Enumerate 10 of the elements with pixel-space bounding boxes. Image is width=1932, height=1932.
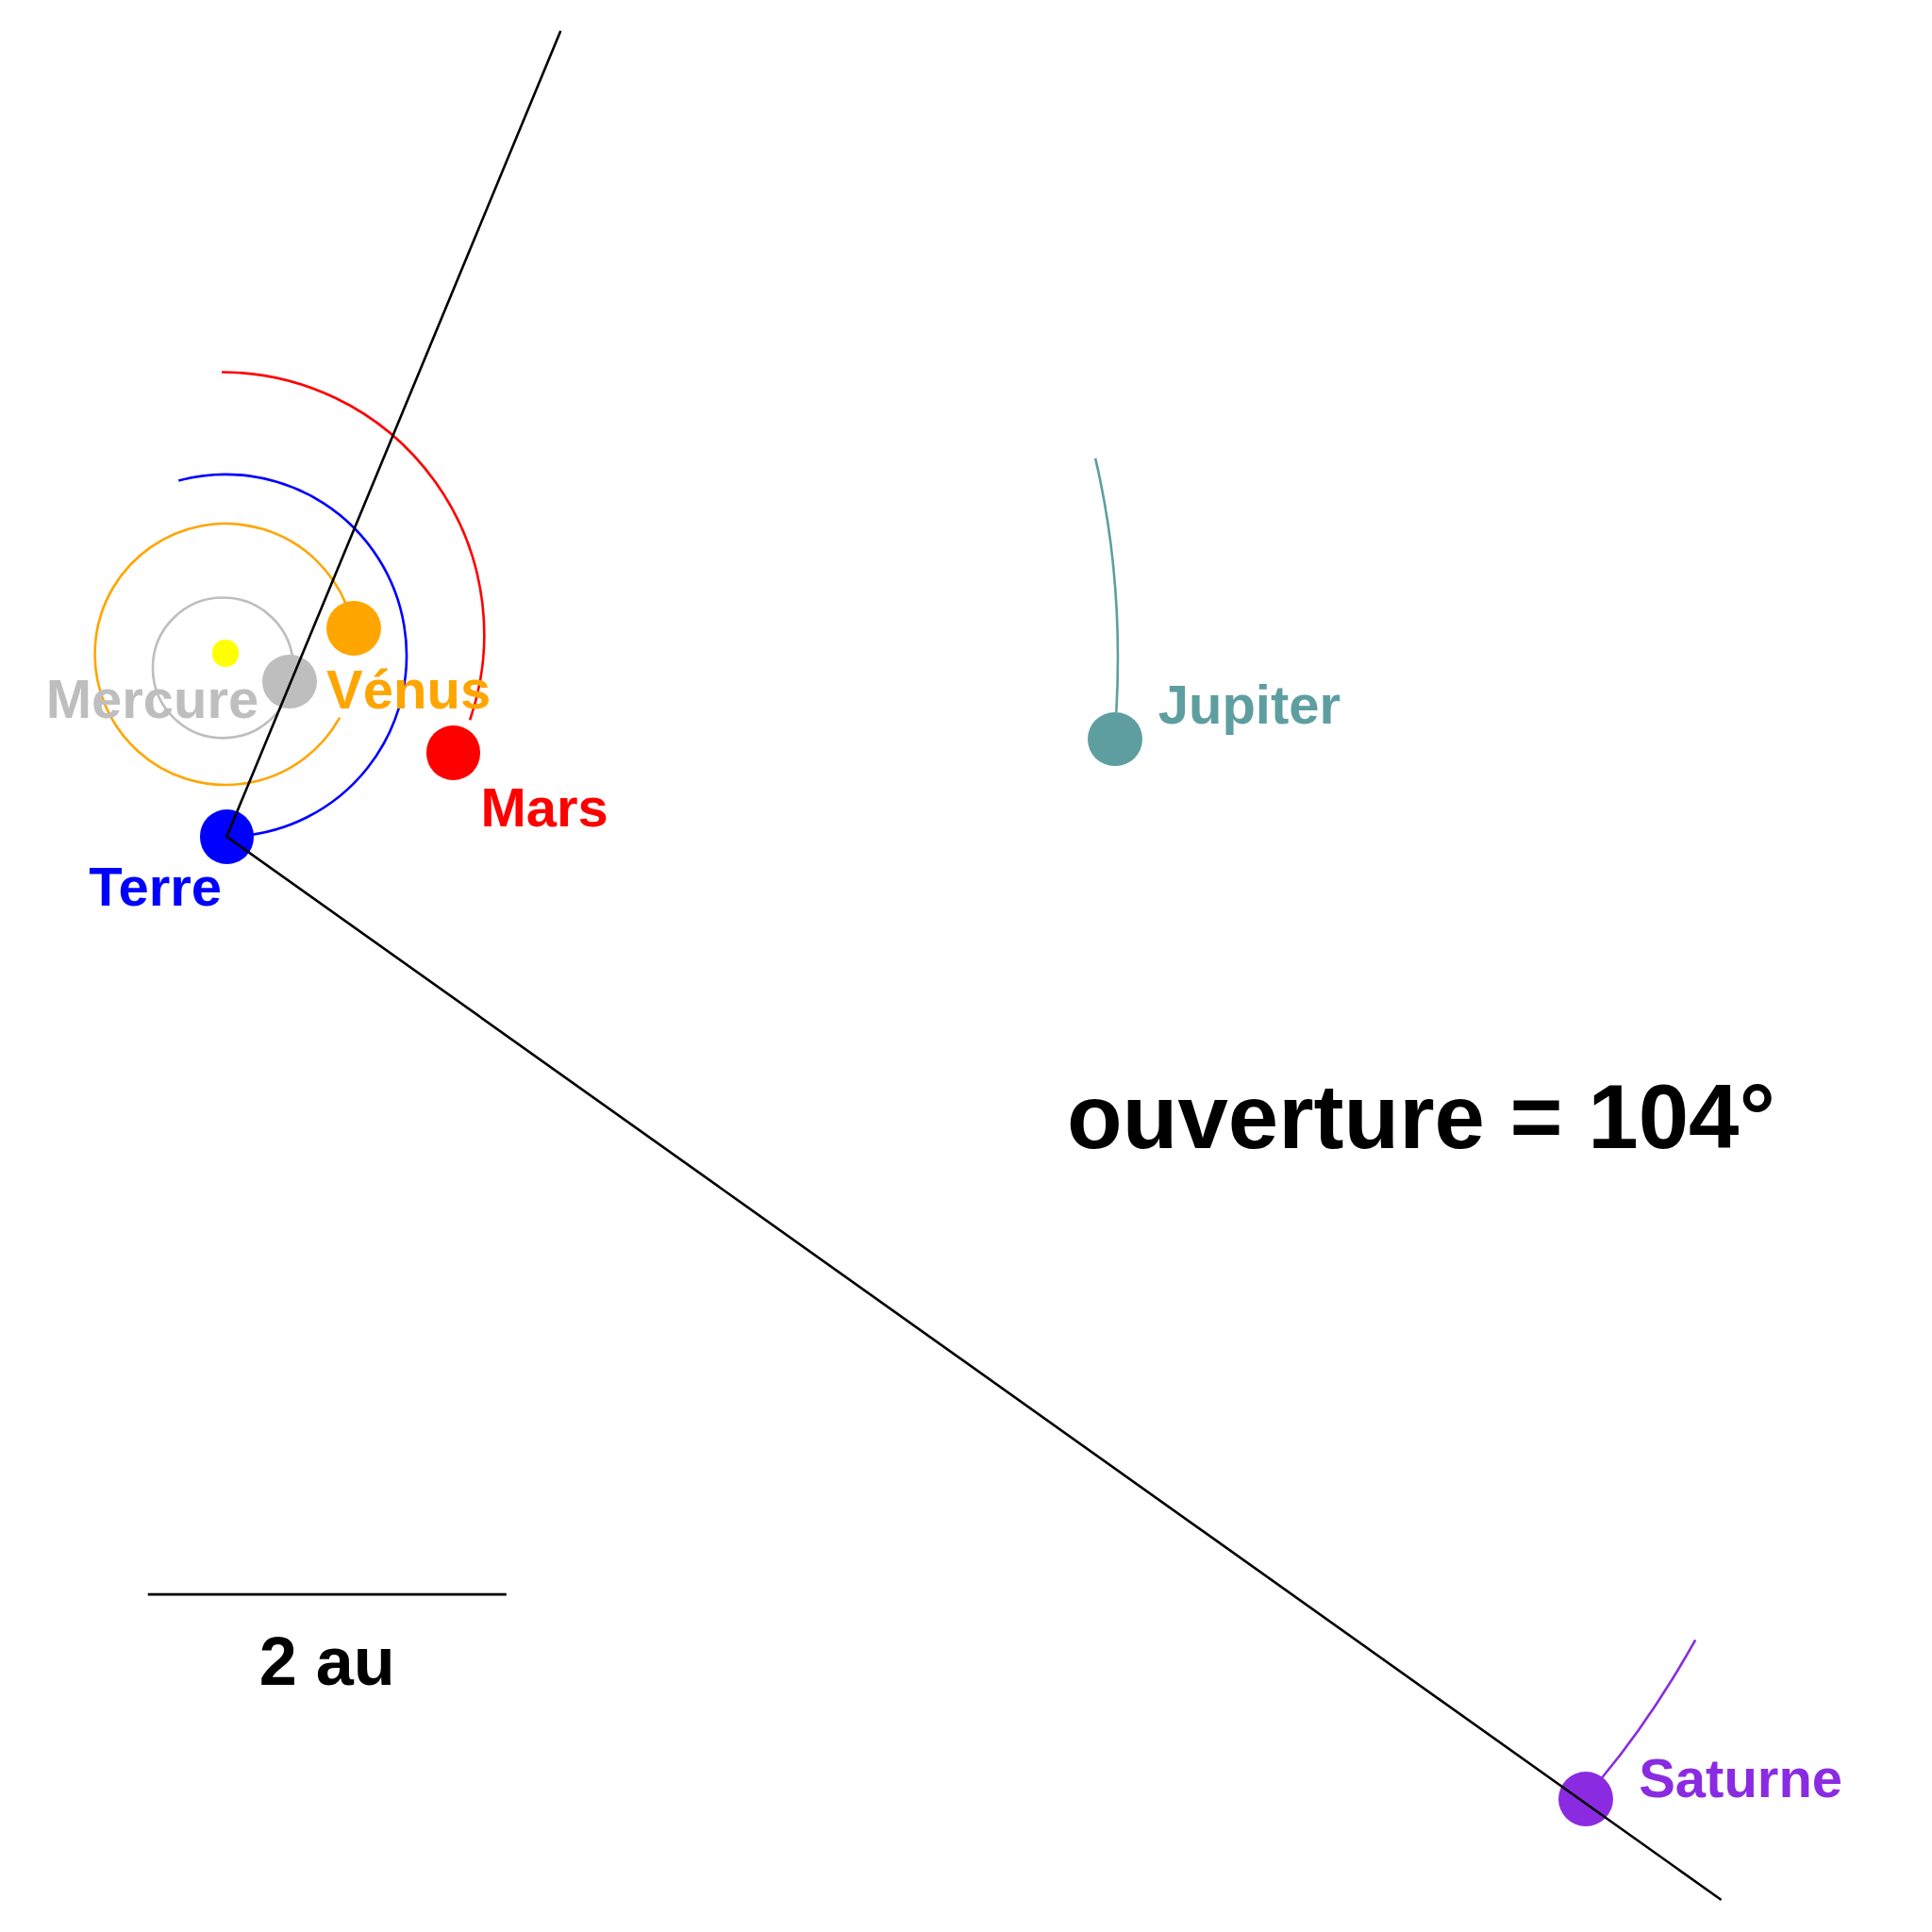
- planet-label: Saturne: [1639, 1750, 1843, 1806]
- planet-label: Terre: [89, 859, 223, 915]
- sun: [211, 639, 240, 667]
- planet-label: Mars: [480, 779, 608, 835]
- planet: [262, 654, 317, 708]
- planet: [1558, 1772, 1613, 1826]
- angle-label: ouverture = 104°: [1067, 1071, 1775, 1162]
- planet: [326, 601, 381, 656]
- planet-label: Jupiter: [1158, 677, 1341, 733]
- scale-label: 2 au: [258, 1627, 396, 1696]
